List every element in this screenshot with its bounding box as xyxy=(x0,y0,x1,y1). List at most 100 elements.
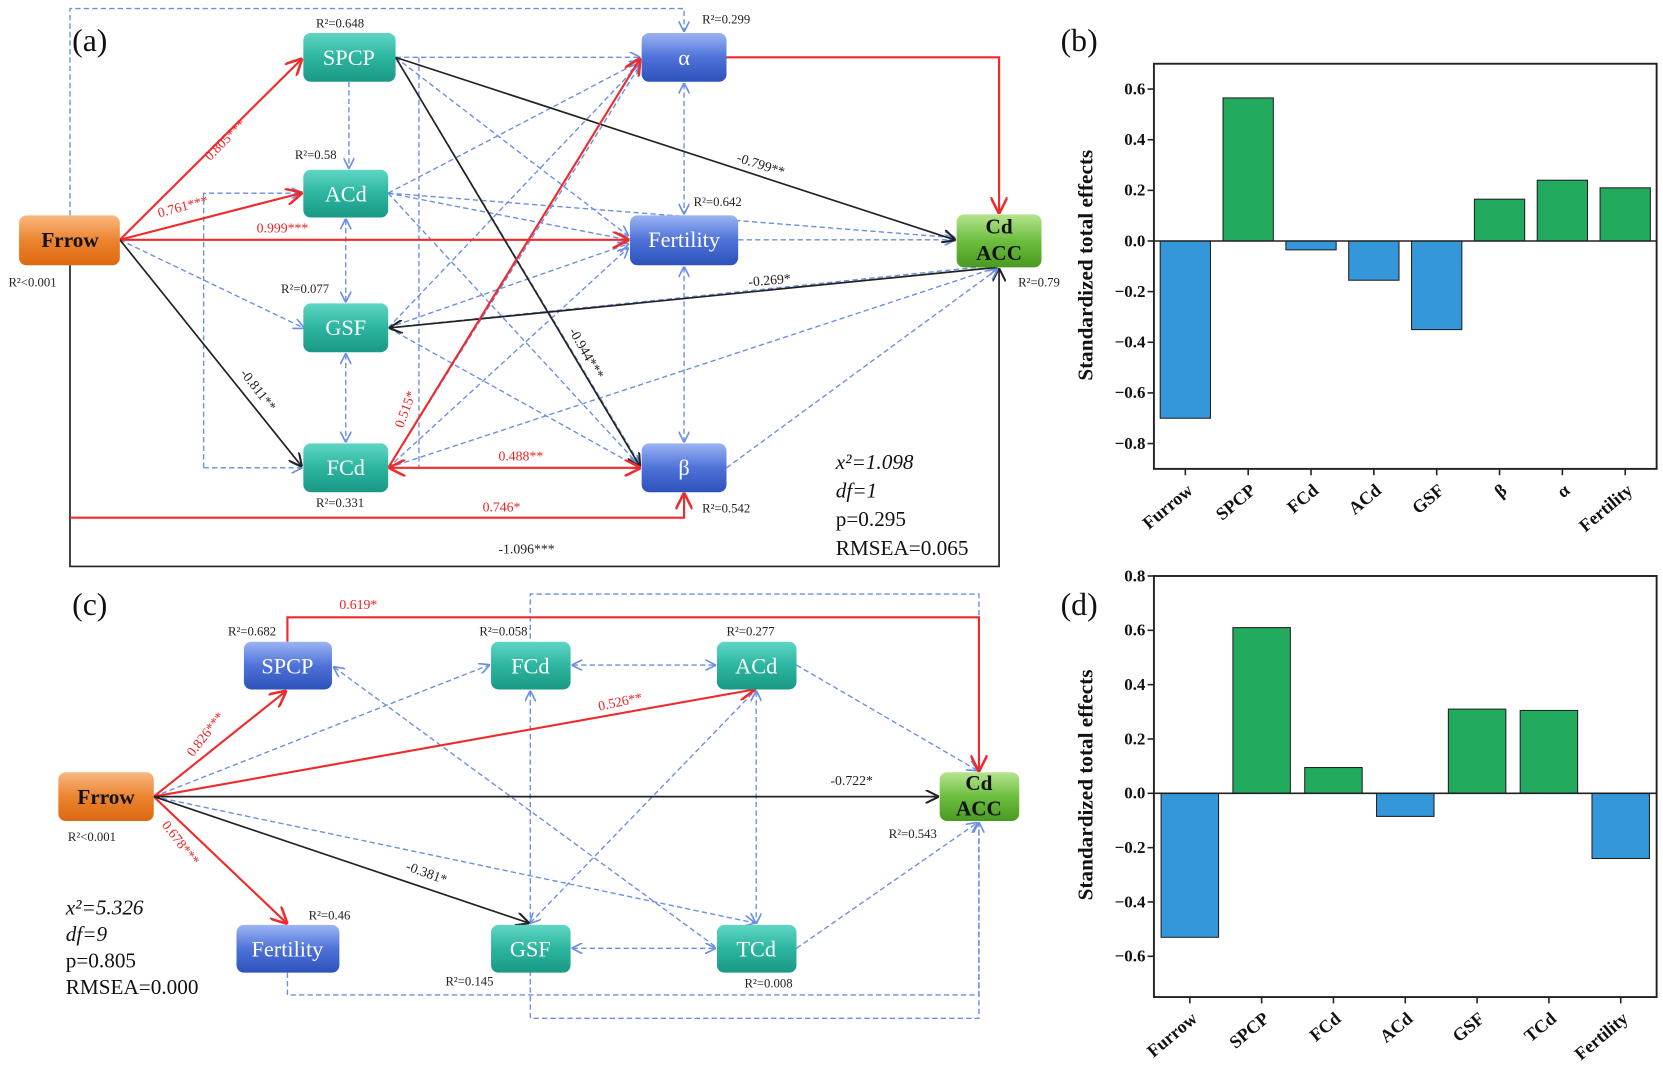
bar-SPCP xyxy=(1232,627,1291,794)
y-tick-label: 0.6 xyxy=(1124,621,1145,640)
r2-fcd: R²=0.331 xyxy=(316,496,364,510)
node-label: FCd xyxy=(327,455,365,480)
node-label: Fertility xyxy=(252,937,325,962)
node-alpha: α xyxy=(641,32,727,82)
fit-df: df=9 xyxy=(66,922,108,946)
path-frrow-beta xyxy=(69,494,684,519)
bar-TCd xyxy=(1519,709,1579,794)
node-label: FCd xyxy=(511,654,549,679)
coef-frrow-fertility: 0.678*** xyxy=(159,818,203,868)
node-label-line1: Cd xyxy=(986,214,1013,238)
x-tick-label: SPCP xyxy=(1212,480,1259,524)
x-tick-label: Fertility xyxy=(1575,480,1636,536)
node-acd: ACd xyxy=(303,169,389,218)
y-tick-label: −0.4 xyxy=(1115,333,1146,352)
panel-label-b: (b) xyxy=(1061,23,1098,58)
path-frrow-spcp xyxy=(119,59,301,241)
fit-p: p=0.295 xyxy=(836,507,906,531)
node-label: ACd xyxy=(325,182,367,207)
fit-chi2: x²=1.098 xyxy=(835,450,914,474)
node-frrow: Frrow xyxy=(58,772,154,821)
x-tick-label: GSF xyxy=(1448,1008,1488,1046)
fit-p: p=0.805 xyxy=(66,948,136,972)
path-frrow-gsf xyxy=(153,795,528,923)
path-frrow-spcp xyxy=(153,692,286,798)
bar-β xyxy=(1473,198,1526,242)
panel-label-d: (d) xyxy=(1061,587,1098,622)
coef-spcp-cdacc: 0.619* xyxy=(339,597,377,612)
bar-SPCP xyxy=(1222,97,1274,242)
y-tick-label: 0.6 xyxy=(1124,79,1145,98)
node-label-line2: ACC xyxy=(956,797,1002,821)
path-frrow-alpha xyxy=(69,7,684,216)
y-tick-label: −0.6 xyxy=(1115,383,1146,402)
r2-gsf: R²=0.145 xyxy=(445,974,493,988)
x-tick-label: Fertility xyxy=(1571,1008,1632,1064)
plot-frame xyxy=(1152,62,1658,470)
coef-frrow-fcd: -0.811** xyxy=(237,366,279,414)
x-tick-label: ACd xyxy=(1376,1008,1416,1046)
y-tick-label: 0.4 xyxy=(1124,130,1146,149)
path-alpha-cdacc xyxy=(726,56,1000,212)
y-tick-label: −0.2 xyxy=(1115,838,1146,857)
bar-α xyxy=(1536,179,1589,242)
node-label: Frrow xyxy=(41,228,99,252)
fit-rmsea: RMSEA=0.000 xyxy=(66,975,199,999)
node-label: TCd xyxy=(736,937,776,962)
coef-frrow-cdacc: -1.096*** xyxy=(498,542,554,557)
node-fertility: Fertility xyxy=(629,215,739,266)
node-fcd: FCd xyxy=(303,443,389,493)
x-tick-label: FCd xyxy=(1306,1008,1345,1045)
r2-acd: R²=0.58 xyxy=(295,148,337,162)
node-label: SPCP xyxy=(261,654,313,679)
bar-FCd xyxy=(1285,240,1337,251)
diagram-c: (c) 0.619* 0.826*** 0.526** -0.722* 0.67… xyxy=(58,587,1020,1019)
path-spcp-beta xyxy=(394,56,640,465)
node-label: GSF xyxy=(510,937,551,962)
diagram-a: (a) xyxy=(8,7,1060,568)
x-tick-label: GSF xyxy=(1408,480,1448,518)
fit-rmsea: RMSEA=0.065 xyxy=(836,536,969,560)
bar-GSF xyxy=(1447,708,1507,794)
node-label: β xyxy=(678,455,689,480)
bar-FCd xyxy=(1304,766,1363,794)
node-label: Fertility xyxy=(648,227,721,252)
r2-cdacc: R²=0.79 xyxy=(1018,275,1060,289)
r2-fertility: R²=0.46 xyxy=(309,909,351,923)
coef-frrow-fertility: 0.999*** xyxy=(257,220,309,235)
path-frrow-acd xyxy=(119,193,301,241)
fit-stats-c: x²=5.326 df=9 p=0.805 RMSEA=0.000 xyxy=(65,895,199,999)
node-label: SPCP xyxy=(323,45,375,70)
path-spcp-cdacc xyxy=(286,616,979,770)
y-axis-label: Standardized total effects xyxy=(1073,150,1097,381)
coef-frrow-beta: 0.746* xyxy=(483,499,521,514)
panel-label-a: (a) xyxy=(72,23,107,58)
path-frrow-acd xyxy=(153,689,754,798)
path-fcd-alpha xyxy=(387,59,639,469)
node-frrow: Frrow xyxy=(19,215,120,266)
node-acd: ACd xyxy=(716,641,797,690)
coef-fcd-beta: 0.488** xyxy=(498,448,543,463)
y-tick-label: 0.2 xyxy=(1124,729,1145,748)
x-tick-label: ACd xyxy=(1344,480,1384,518)
coef-frrow-spcp: 0.805*** xyxy=(202,116,249,163)
node-cd-acc: Cd ACC xyxy=(939,771,1020,821)
y-tick-label: −0.8 xyxy=(1115,434,1146,453)
y-tick-label: 0.0 xyxy=(1124,231,1145,250)
bar-Furrow xyxy=(1160,792,1220,938)
path-frrow-fertility xyxy=(153,795,287,923)
panel-label-c: (c) xyxy=(72,587,107,622)
y-tick-label: −0.6 xyxy=(1115,947,1146,966)
x-tick-label: FCd xyxy=(1283,480,1322,517)
node-cd-acc: Cd ACC xyxy=(956,214,1042,268)
node-tcd: TCd xyxy=(716,924,797,973)
coef-frrow-spcp: 0.826*** xyxy=(184,709,228,759)
bar-ACd xyxy=(1376,792,1435,817)
node-spcp: SPCP xyxy=(243,641,332,690)
x-tick-label: β xyxy=(1490,480,1510,501)
r2-frrow: R²<0.001 xyxy=(8,275,56,289)
coef-spcp-cdacc: -0.799** xyxy=(735,150,787,180)
